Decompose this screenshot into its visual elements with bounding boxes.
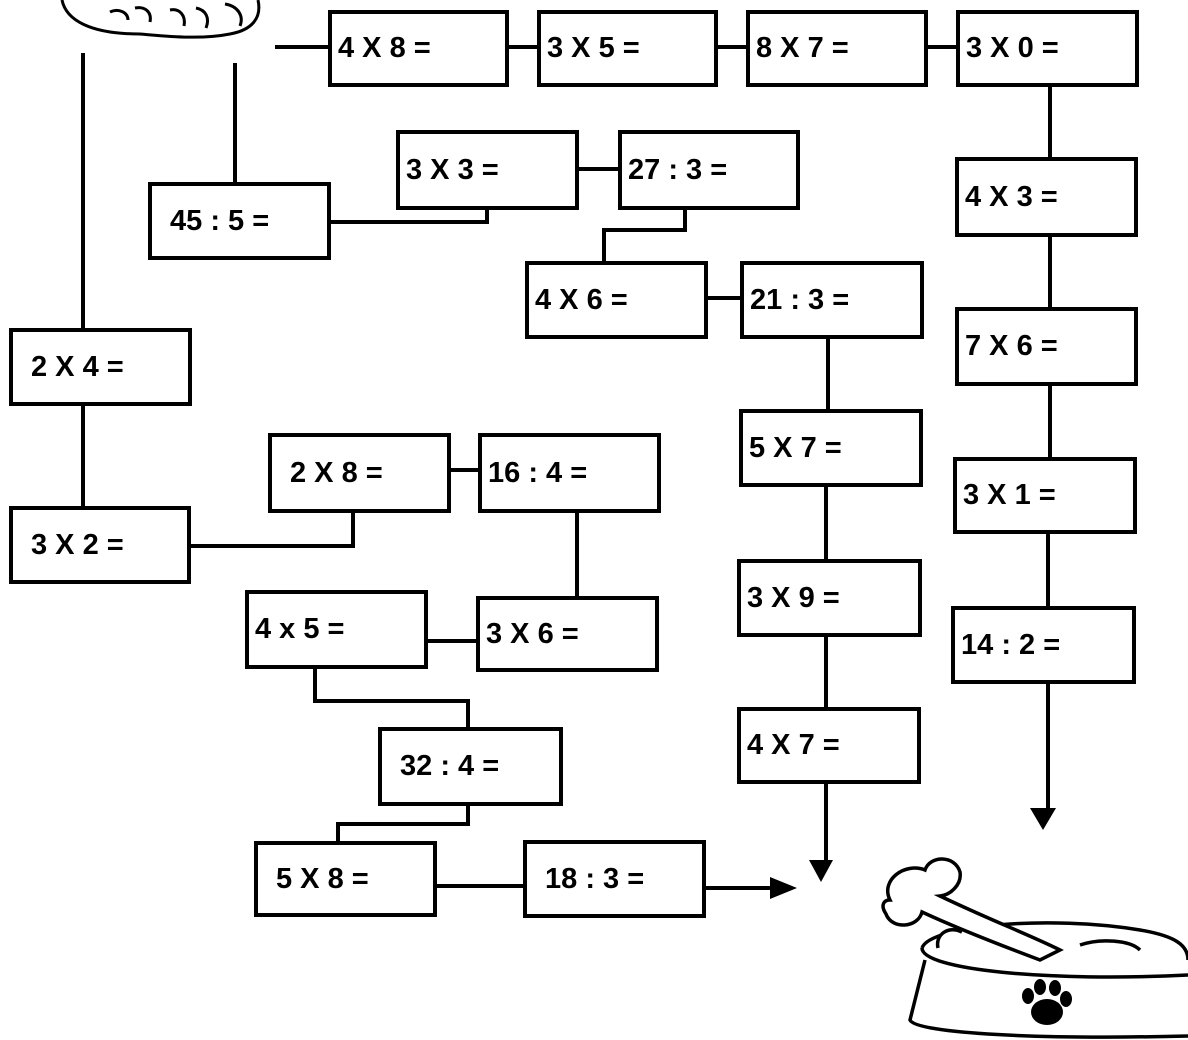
problem-label: 3 X 6 = [486, 617, 579, 650]
problem-box-08: 4 X 3 = [955, 157, 1138, 237]
problem-label: 3 X 9 = [747, 581, 840, 614]
problem-label: 3 X 0 = [966, 32, 1059, 64]
problem-label: 8 X 7 = [756, 32, 849, 64]
problem-label: 21 : 3 = [750, 283, 850, 316]
problem-label: 4 X 6 = [535, 283, 628, 316]
problem-box-22: 4 X 7 = [737, 707, 921, 784]
problem-box-18: 3 X 9 = [737, 559, 922, 637]
problem-box-01: 4 X 8 = [328, 10, 509, 87]
problem-label: 4 X 8 = [338, 32, 431, 64]
problem-box-02: 3 X 5 = [537, 10, 718, 87]
problem-box-17: 3 X 2 = [9, 506, 191, 584]
problem-label: 7 X 6 = [965, 330, 1058, 362]
problem-label: 18 : 3 = [545, 862, 645, 895]
problem-label: 2 X 4 = [31, 350, 124, 383]
problem-box-11: 7 X 6 = [955, 307, 1138, 386]
paw-print-icon [1022, 979, 1072, 1025]
problem-box-21: 14 : 2 = [951, 606, 1136, 684]
problem-box-05: 3 X 3 = [396, 130, 579, 210]
problem-label: 14 : 2 = [961, 628, 1061, 661]
problem-box-25: 18 : 3 = [523, 840, 706, 918]
problem-box-23: 32 : 4 = [378, 727, 563, 806]
problem-box-10: 21 : 3 = [740, 261, 924, 339]
problem-box-06: 27 : 3 = [618, 130, 800, 210]
problem-label: 4 X 3 = [965, 180, 1058, 213]
problem-box-16: 3 X 1 = [953, 457, 1137, 534]
dog-bowl-with-bone-icon [881, 857, 1188, 1040]
problem-label: 4 x 5 = [255, 613, 345, 645]
problem-box-14: 2 X 8 = [268, 433, 451, 513]
problem-box-07: 45 : 5 = [148, 182, 331, 260]
problem-box-20: 3 X 6 = [476, 596, 659, 672]
problem-box-24: 5 X 8 = [254, 841, 437, 917]
problem-box-15: 16 : 4 = [478, 433, 661, 513]
problem-box-04: 3 X 0 = [956, 10, 1139, 87]
problem-label: 32 : 4 = [400, 750, 500, 782]
problem-box-03: 8 X 7 = [746, 10, 928, 87]
problem-box-12: 2 X 4 = [9, 328, 192, 406]
problem-label: 45 : 5 = [170, 204, 270, 237]
problem-label: 5 X 8 = [276, 862, 369, 895]
problem-box-19: 4 x 5 = [245, 590, 428, 669]
problem-label: 3 X 1 = [963, 479, 1056, 511]
problem-label: 3 X 3 = [406, 153, 499, 186]
problem-box-09: 4 X 6 = [525, 261, 708, 339]
problem-label: 27 : 3 = [628, 153, 728, 186]
cat-paws-icon [60, 0, 261, 39]
problem-label: 16 : 4 = [488, 456, 588, 489]
problem-label: 3 X 5 = [547, 32, 640, 64]
problem-label: 4 X 7 = [747, 729, 840, 761]
problem-label: 3 X 2 = [31, 528, 124, 561]
problem-label: 2 X 8 = [290, 456, 383, 489]
problem-box-13: 5 X 7 = [739, 409, 923, 487]
problem-label: 5 X 7 = [749, 431, 842, 464]
